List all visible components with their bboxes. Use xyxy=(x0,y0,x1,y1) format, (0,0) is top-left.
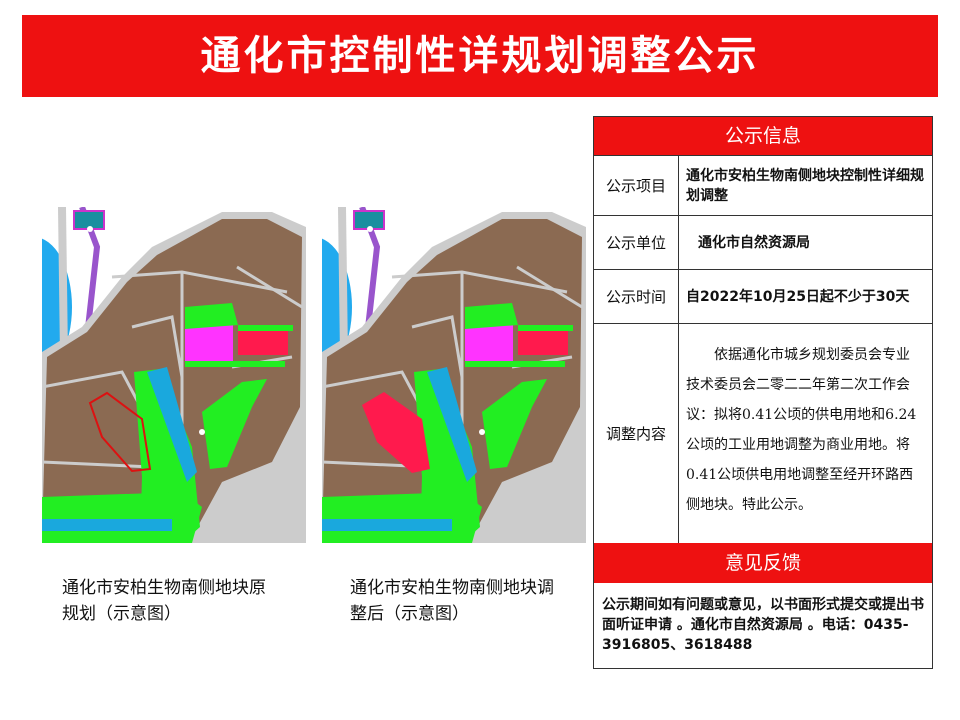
row-label: 公示项目 xyxy=(594,156,679,215)
row-label: 公示时间 xyxy=(594,270,679,323)
row-label: 公示单位 xyxy=(594,216,679,269)
adjusted-plan-map xyxy=(322,207,586,543)
row-value: 依据通化市城乡规划委员会专业技术委员会二零二二年第二次工作会议：拟将0.41公顷… xyxy=(686,347,917,513)
info-panel: 公示信息 公示项目 通化市安柏生物南侧地块控制性详细规划调整 公示单位 通化市自… xyxy=(593,116,933,669)
info-header: 公示信息 xyxy=(594,117,932,155)
row-value: 通化市安柏生物南侧地块控制性详细规划调整 xyxy=(686,167,924,204)
row-content: 调整内容 依据通化市城乡规划委员会专业技术委员会二零二二年第二次工作会议：拟将0… xyxy=(594,323,932,543)
row-unit: 公示单位 通化市自然资源局 xyxy=(594,215,932,269)
title-banner: 通化市控制性详规划调整公示 xyxy=(22,15,938,97)
feedback-header: 意见反馈 xyxy=(594,543,932,583)
original-plan-map xyxy=(42,207,306,543)
row-project: 公示项目 通化市安柏生物南侧地块控制性详细规划调整 xyxy=(594,155,932,215)
page-title: 通化市控制性详规划调整公示 xyxy=(200,33,760,79)
row-value: 通化市自然资源局 xyxy=(698,234,810,251)
feedback-text: 公示期间如有问题或意见，以书面形式提交或提出书面听证申请 。通化市自然资源局 。… xyxy=(602,597,924,653)
adjusted-map-caption: 通化市安柏生物南侧地块调整后（示意图） xyxy=(350,578,554,624)
row-label: 调整内容 xyxy=(594,324,679,543)
original-map-caption: 通化市安柏生物南侧地块原规划（示意图） xyxy=(62,578,266,624)
row-value: 自2022年10月25日起不少于30天 xyxy=(686,288,910,305)
row-time: 公示时间 自2022年10月25日起不少于30天 xyxy=(594,269,932,323)
